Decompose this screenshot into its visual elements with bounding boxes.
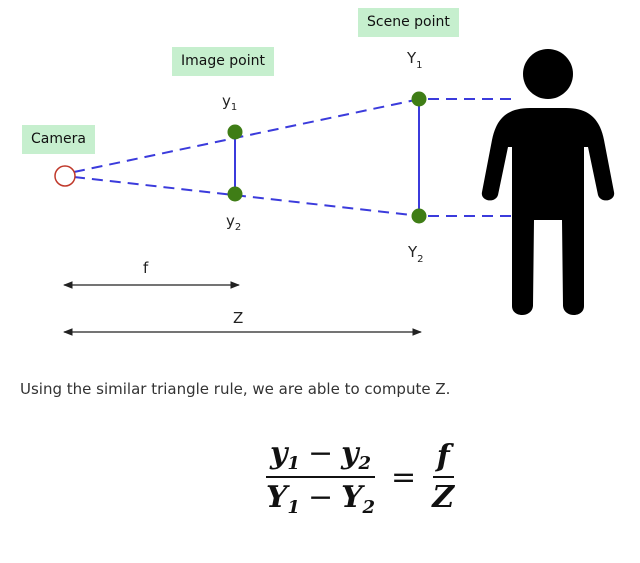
label-y1: y1 bbox=[222, 92, 237, 113]
image-point-tag: Image point bbox=[172, 47, 274, 76]
rhs-numerator: f bbox=[432, 439, 454, 478]
lhs-denominator: Y1−Y2 bbox=[266, 480, 376, 518]
image-point-y2 bbox=[227, 186, 243, 202]
caption-text: Using the similar triangle rule, we are … bbox=[20, 380, 451, 398]
scene-point-Y1 bbox=[411, 91, 427, 107]
person-silhouette-icon bbox=[481, 49, 615, 315]
camera-tag: Camera bbox=[22, 125, 95, 154]
lhs-fraction: y1−y2 Y1−Y2 bbox=[262, 436, 379, 518]
rhs-fraction: f Z bbox=[428, 439, 458, 515]
scene-point-Y2 bbox=[411, 208, 427, 224]
ray-lower bbox=[73, 176, 421, 217]
camera-circle-icon bbox=[54, 165, 76, 187]
equals-sign: = bbox=[391, 459, 417, 495]
similar-triangle-formula: y1−y2 Y1−Y2 = f Z bbox=[262, 436, 458, 518]
label-f: f bbox=[143, 259, 149, 277]
label-y2: y2 bbox=[226, 212, 241, 233]
diagram: y1 y2 Y1 Y2 f Z bbox=[54, 49, 615, 336]
label-Y2: Y2 bbox=[407, 243, 424, 265]
scene-point-tag: Scene point bbox=[358, 8, 459, 37]
label-Y1: Y1 bbox=[406, 49, 423, 71]
label-Z: Z bbox=[233, 309, 243, 327]
image-point-y1 bbox=[227, 124, 243, 140]
rhs-denominator: Z bbox=[432, 480, 455, 515]
lhs-numerator: y1−y2 bbox=[265, 436, 376, 478]
ray-upper bbox=[73, 98, 421, 173]
